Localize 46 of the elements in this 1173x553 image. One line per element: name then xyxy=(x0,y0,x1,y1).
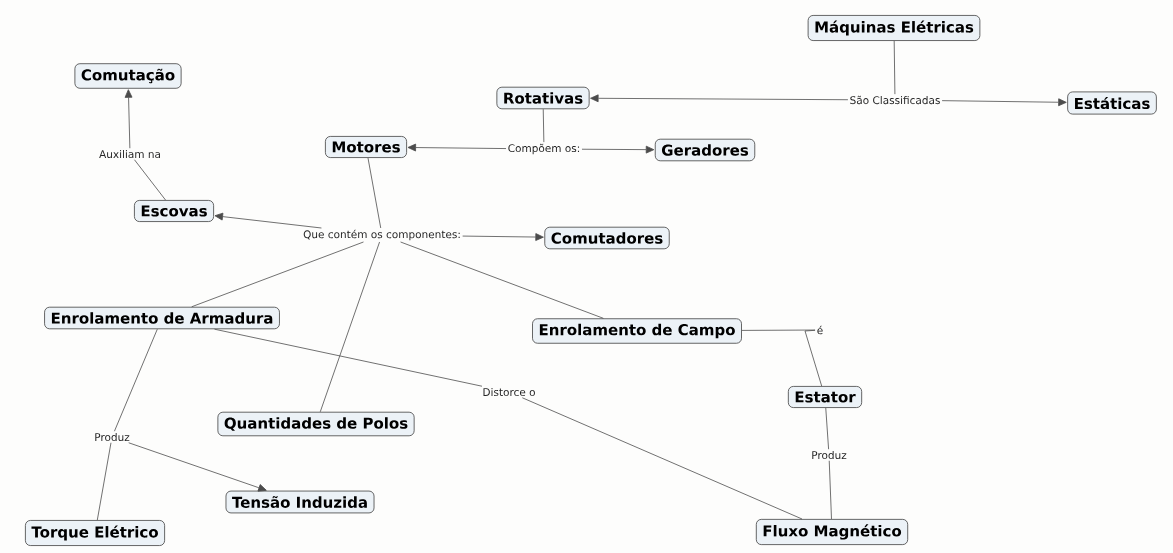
connector-line xyxy=(319,241,380,413)
concept-box: Escovas xyxy=(134,200,214,222)
linking-phrase: Que contém os componentes: xyxy=(301,228,463,242)
connector-line xyxy=(893,40,896,95)
concept-box: Torque Elétrico xyxy=(25,520,165,546)
connector-line xyxy=(214,328,483,387)
connector-line xyxy=(114,328,158,432)
arrow xyxy=(590,94,849,103)
connector-line xyxy=(825,407,829,450)
arrow xyxy=(128,442,267,492)
arrow xyxy=(462,233,544,241)
linking-phrase: Auxiliam na xyxy=(97,148,163,160)
arrow xyxy=(941,98,1067,107)
concept-box: Geradores xyxy=(654,138,756,162)
concept-box: Quantidades de Polos xyxy=(217,411,415,437)
arrow xyxy=(581,145,655,154)
connector-line xyxy=(521,397,803,520)
concept-box: Fluxo Magnético xyxy=(755,518,909,545)
connector-line xyxy=(134,159,166,201)
concept-box: Comutação xyxy=(74,63,182,89)
arrow xyxy=(214,212,322,229)
concept-box: Enrolamento de Armadura xyxy=(44,306,280,330)
connector-line xyxy=(367,157,382,229)
connector-line xyxy=(191,241,364,308)
concept-box: Comutadores xyxy=(544,226,670,250)
connector-line xyxy=(96,442,112,521)
connector-line xyxy=(741,329,816,331)
linking-phrase: Compõem os: xyxy=(506,142,582,156)
concept-box: Rotativas xyxy=(496,86,590,110)
concept-box: Máquinas Elétricas xyxy=(807,15,981,41)
connector-line xyxy=(400,241,604,319)
concept-box: Estáticas xyxy=(1067,91,1157,115)
connector-line xyxy=(828,460,832,520)
concept-box: Estator xyxy=(787,386,863,408)
connector-line xyxy=(804,329,823,387)
linking-phrase: é xyxy=(815,324,825,336)
linking-phrase: Produz xyxy=(809,449,849,461)
linking-phrase: Produz xyxy=(92,431,132,443)
concept-box: Motores xyxy=(325,136,407,158)
concept-box: Enrolamento de Campo xyxy=(532,318,742,344)
arrow xyxy=(124,89,133,149)
concept-box: Tensão Induzida xyxy=(225,490,375,514)
connector-line xyxy=(542,108,545,143)
arrow xyxy=(407,143,507,152)
linking-phrase: Distorce o xyxy=(480,386,538,398)
linking-phrase: São Classificadas xyxy=(848,94,942,106)
